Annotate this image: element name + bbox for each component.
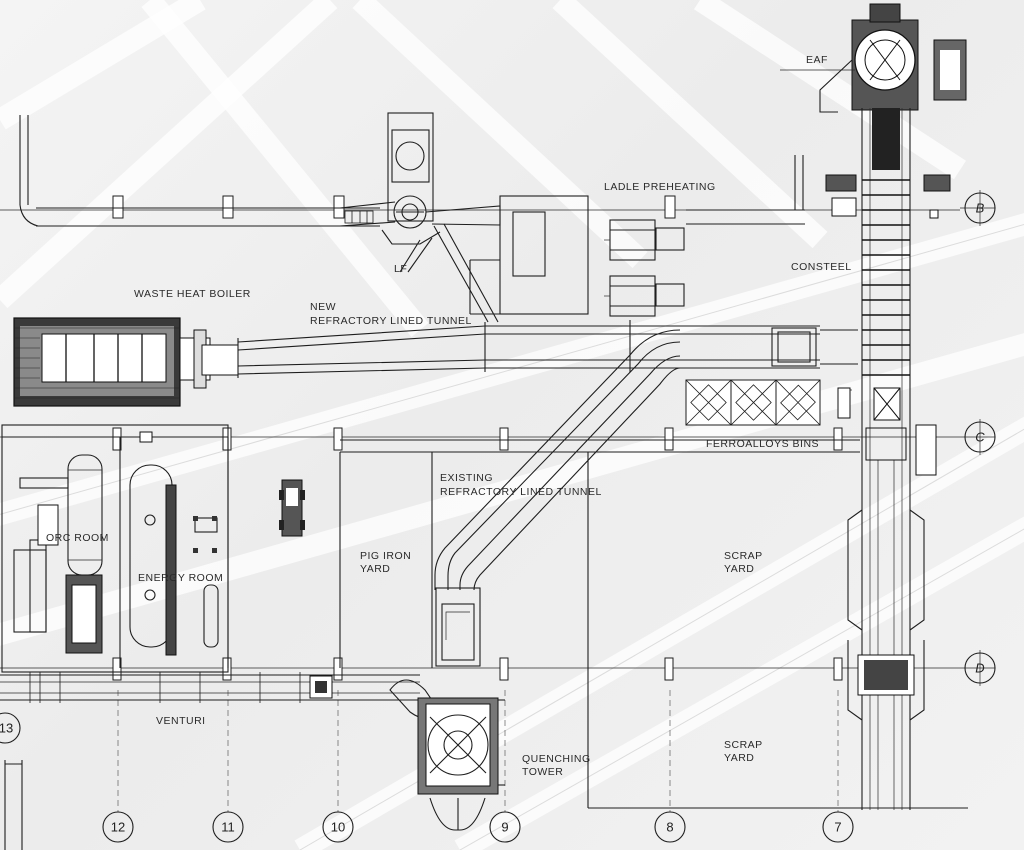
- new-refractory-tunnel: [237, 320, 858, 378]
- column-bubble-11: 11: [212, 811, 244, 843]
- row-label: B: [976, 201, 985, 216]
- column-label: 13: [0, 721, 13, 736]
- column-label: 11: [221, 820, 235, 835]
- column-bubble-9: 9: [489, 811, 521, 843]
- column-bubble-12: 12: [102, 811, 134, 843]
- ladle-furnace: [381, 112, 501, 323]
- vehicle-icon: [279, 479, 305, 537]
- energy-room-label: ENERGY ROOM: [138, 572, 223, 584]
- venturi-label: VENTURI: [156, 715, 206, 727]
- top-duct: [19, 115, 396, 227]
- column-bubble-13: 13: [0, 712, 21, 744]
- pig-iron-yard-label-1: PIG IRON: [360, 550, 411, 562]
- row-bubble-b: B: [960, 190, 996, 226]
- quenching-tower: [389, 679, 505, 831]
- ferroalloys-bins-label: FERROALLOYS BINS: [706, 438, 819, 450]
- quenching-tower-label-1: QUENCHING: [522, 753, 591, 765]
- lf-building: [469, 195, 589, 315]
- column-bubble-7: 7: [822, 811, 854, 843]
- column-label: 12: [111, 820, 125, 835]
- orc-energy-building: [1, 424, 229, 673]
- venturi-duct: [0, 672, 420, 850]
- column-bubble-8: 8: [654, 811, 686, 843]
- row-label: C: [975, 430, 985, 445]
- waste-heat-boiler-label: WASTE HEAT BOILER: [134, 288, 251, 300]
- existing-tunnel-label-2: REFRACTORY LINED TUNNEL: [440, 486, 602, 498]
- scrap-yard-label-2a: SCRAP: [724, 739, 763, 751]
- waste-heat-boiler: [13, 317, 239, 407]
- scrap-yard-label-2b: YARD: [724, 752, 754, 764]
- ladle-preheater-2: [604, 275, 685, 317]
- ladle-preheating-label: LADLE PREHEATING: [604, 181, 716, 193]
- preheat-pipe: [686, 155, 805, 225]
- column-label: 8: [666, 820, 673, 835]
- new-tunnel-label-1: NEW: [310, 301, 336, 313]
- orc-room-label: ORC ROOM: [46, 532, 109, 544]
- consteel-conveyor: [780, 3, 967, 810]
- existing-refractory-tunnel: [434, 329, 681, 667]
- existing-tunnel-label-1: EXISTING: [440, 472, 493, 484]
- column-label: 9: [501, 820, 508, 835]
- ladle-preheater-1: [604, 219, 685, 261]
- scrap-yard-label-1b: YARD: [724, 563, 754, 575]
- column-bubble-10: 10: [322, 811, 354, 843]
- column-label: 10: [331, 820, 345, 835]
- consteel-label: CONSTEEL: [791, 261, 852, 273]
- row-bubble-d: D: [960, 650, 996, 686]
- scrap-yard-label-1a: SCRAP: [724, 550, 763, 562]
- quenching-tower-label-2: TOWER: [522, 766, 563, 778]
- ferroalloys-bins: [340, 379, 860, 453]
- eaf-label: EAF: [806, 54, 828, 66]
- new-tunnel-label-2: REFRACTORY LINED TUNNEL: [310, 315, 472, 327]
- column-label: 7: [834, 820, 841, 835]
- row-bubble-c: C: [960, 419, 996, 455]
- scrap-yard-outline: [587, 452, 968, 809]
- pig-iron-yard-label-2: YARD: [360, 563, 390, 575]
- row-label: D: [975, 661, 984, 676]
- pig-iron-yard-outline: [339, 452, 433, 668]
- lf-label: LF: [394, 263, 407, 275]
